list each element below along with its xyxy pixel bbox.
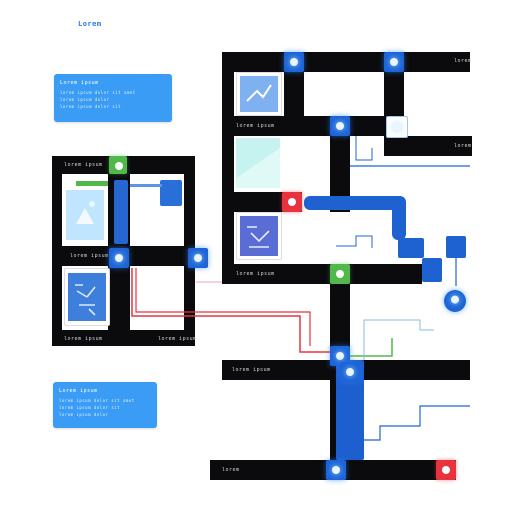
info-card-top-title: Lorem ipsum: [60, 80, 99, 86]
bottom-row-2-label: lorem: [222, 467, 240, 473]
diagram-node-icon[interactable]: [386, 116, 408, 138]
diagram-node-icon[interactable]: [109, 248, 129, 268]
right-panel-left-bar: [222, 52, 234, 284]
diagram-node-icon[interactable]: [330, 346, 350, 366]
left-panel-label-bottom-b: lorem ipsum: [158, 336, 197, 342]
connector-box: [398, 238, 424, 258]
info-card-top-line-3: lorem ipsum dolor sit: [60, 104, 122, 109]
info-card-bottom-line-1: lorem ipsum dolor sit amet: [59, 398, 135, 403]
header-title: Lorem: [78, 20, 102, 28]
info-card-bottom-line-3: lorem ipsum dolor: [59, 412, 109, 417]
left-panel-label-bottom-a: lorem ipsum: [64, 336, 103, 342]
right-panel-bottom-bar: [222, 264, 422, 284]
diagram-node-icon[interactable]: [188, 248, 208, 268]
diagram-node-icon[interactable]: [109, 156, 127, 174]
info-card-bottom-line-2: lorem ipsum dolor sit: [59, 405, 121, 410]
right-panel-vertical-3: [330, 116, 350, 212]
alert-node-icon[interactable]: [436, 460, 456, 480]
gear-icon[interactable]: [422, 258, 442, 282]
bottom-row-1-label: lorem ipsum: [232, 367, 271, 373]
diagram-node-icon[interactable]: [326, 460, 346, 480]
image-thumbnail-icon[interactable]: [236, 138, 280, 188]
blue-chip[interactable]: [160, 180, 182, 206]
connector-pill-vertical: [392, 196, 406, 240]
info-card-bottom[interactable]: Lorem ipsum lorem ipsum dolor sit amet l…: [53, 382, 157, 428]
image-thumbnail-icon[interactable]: [64, 268, 110, 326]
left-panel-label-top: lorem ipsum: [64, 162, 103, 168]
right-row-4-label: lorem ipsum: [236, 271, 275, 277]
left-panel-label-mid: lorem ipsum: [70, 253, 109, 259]
connector-pill: [304, 196, 404, 210]
diagram-node-icon[interactable]: [384, 52, 404, 72]
image-thumbnail-icon[interactable]: [66, 190, 104, 240]
info-card-top-line-2: lorem ipsum dolor: [60, 97, 110, 102]
image-thumbnail-icon[interactable]: [236, 72, 282, 116]
diagram-node-icon[interactable]: [284, 52, 304, 72]
right-panel-row-3: [384, 136, 472, 156]
progress-strip: [76, 181, 108, 186]
right-panel-vertical-1: [284, 52, 304, 136]
image-thumbnail-icon[interactable]: [236, 212, 282, 260]
diagram-node-icon[interactable]: [330, 116, 350, 136]
diagram-node-icon[interactable]: [340, 362, 360, 382]
diagram-node-icon[interactable]: [330, 264, 350, 284]
info-card-top-line-1: lorem ipsum dolor sit amet: [60, 90, 136, 95]
alert-node-icon[interactable]: [282, 192, 302, 212]
info-card-bottom-title: Lorem ipsum: [59, 388, 98, 394]
right-row-2-label: lorem ipsum: [236, 123, 275, 129]
right-panel-vertical-2: [384, 52, 404, 136]
right-top-label: lorem: [454, 58, 472, 64]
vertical-connector-chip: [114, 180, 128, 244]
connector-line: [130, 184, 162, 187]
info-card-top[interactable]: Lorem ipsum lorem ipsum dolor sit amet l…: [54, 74, 172, 122]
connector-box-small: [446, 236, 466, 258]
right-row-3-label: lorem: [454, 143, 472, 149]
